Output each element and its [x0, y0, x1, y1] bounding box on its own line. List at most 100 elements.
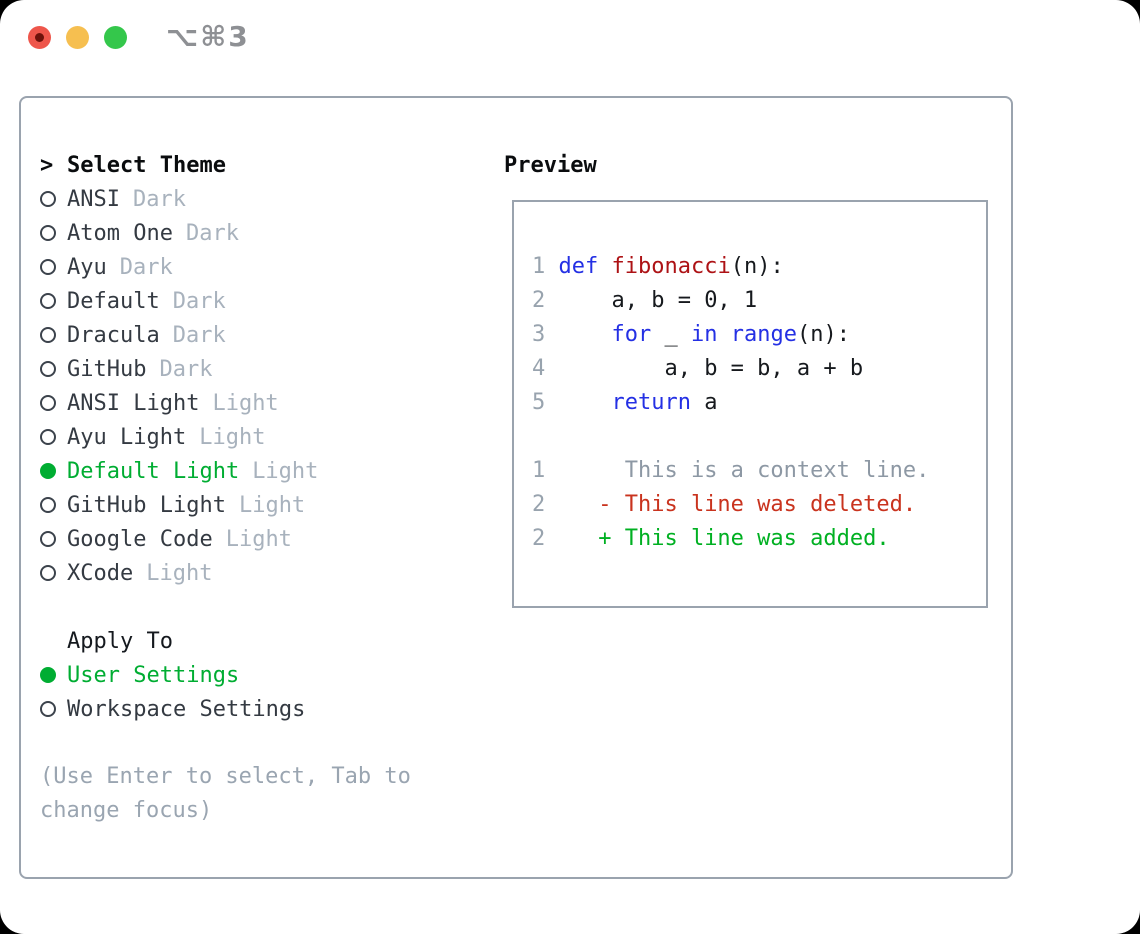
- apply-to-option[interactable]: Workspace Settings: [40, 692, 480, 726]
- code-segment: + This line was added.: [545, 526, 890, 551]
- radio-icon: [40, 361, 67, 377]
- code-segment: [717, 322, 730, 347]
- code-segment: [545, 322, 611, 347]
- code-segment: return: [611, 390, 691, 415]
- theme-label: Default: [67, 288, 160, 314]
- code-line: [532, 420, 986, 454]
- theme-label: ANSI Light: [67, 390, 200, 416]
- line-number: 2: [532, 288, 546, 313]
- select-theme-heading: Select Theme: [67, 152, 226, 178]
- keyboard-hint: (Use Enter to select, Tab to change focu…: [40, 764, 411, 823]
- radio-glyph: [40, 225, 56, 241]
- apply-to-heading: Apply To: [67, 628, 173, 654]
- theme-variant-label: Dark: [132, 186, 186, 212]
- apply-to-label: User Settings: [67, 662, 240, 688]
- theme-label: Ayu: [67, 254, 107, 280]
- theme-variant-label: Light: [212, 390, 279, 416]
- radio-glyph: [40, 429, 56, 445]
- radio-icon: [40, 293, 67, 309]
- theme-item[interactable]: Default Dark: [40, 284, 480, 318]
- theme-variant-label: Light: [238, 492, 306, 518]
- code-segment: [598, 254, 611, 279]
- theme-item[interactable]: Google Code Light: [40, 522, 480, 556]
- code-line: 2 a, b = 0, 1: [532, 284, 986, 318]
- code-line: 5 return a: [532, 386, 986, 420]
- code-line: 2 - This line was deleted.: [532, 488, 986, 522]
- code-line: 1 def fibonacci(n):: [532, 250, 986, 284]
- theme-item[interactable]: Ayu Dark: [40, 250, 480, 284]
- code-segment: (n):: [730, 254, 784, 279]
- theme-label: Ayu Light: [67, 424, 187, 450]
- radio-icon: [40, 395, 67, 411]
- theme-variant-label: Dark: [172, 288, 226, 314]
- theme-label: GitHub: [67, 356, 147, 382]
- code-segment: a, b = 0, 1: [545, 288, 758, 313]
- radio-glyph: [40, 497, 56, 513]
- code-segment: fibonacci: [611, 254, 731, 279]
- radio-glyph: [40, 361, 56, 377]
- theme-variant-label: Light: [225, 526, 292, 552]
- code-segment: def: [558, 254, 599, 279]
- radio-icon: [40, 497, 67, 513]
- code-line: 2 + This line was added.: [532, 522, 986, 556]
- radio-glyph: [40, 327, 56, 343]
- theme-variant-label: Dark: [159, 356, 213, 382]
- theme-label: Atom One: [67, 220, 173, 246]
- prompt-icon: >: [40, 152, 54, 178]
- radio-icon: [40, 531, 67, 547]
- select-theme-heading-row: > Select Theme: [40, 148, 480, 182]
- radio-glyph: [40, 191, 56, 207]
- code-segment: [545, 390, 611, 415]
- radio-glyph: [40, 463, 56, 479]
- theme-variant-label: Dark: [119, 254, 173, 280]
- code-segment: range: [730, 322, 797, 347]
- theme-variant-label: Light: [252, 458, 319, 484]
- radio-icon: [40, 701, 67, 717]
- line-number: 1: [532, 254, 546, 279]
- radio-glyph: [40, 395, 56, 411]
- theme-item[interactable]: GitHub Dark: [40, 352, 480, 386]
- unsaved-indicator-dot: [35, 33, 44, 42]
- radio-glyph: [40, 565, 56, 581]
- line-number: 2: [532, 492, 546, 517]
- code-segment: (n):: [796, 322, 850, 347]
- radio-icon: [40, 565, 67, 581]
- zoom-button[interactable]: [104, 26, 127, 49]
- theme-item[interactable]: Atom One Dark: [40, 216, 480, 250]
- radio-glyph: [40, 259, 56, 275]
- minimize-button[interactable]: [66, 26, 89, 49]
- code-line: 1 This is a context line.: [532, 454, 986, 488]
- theme-label: Google Code: [67, 526, 213, 552]
- apply-to-option[interactable]: User Settings: [40, 658, 480, 692]
- radio-selected-icon: [40, 667, 67, 683]
- code-segment: a, b = b, a + b: [545, 356, 864, 381]
- line-number: 5: [532, 390, 546, 415]
- theme-variant-label: Light: [146, 560, 213, 586]
- preview-heading: Preview: [504, 152, 597, 178]
- theme-variant-label: Dark: [185, 220, 239, 246]
- code-segment: for: [611, 322, 652, 347]
- code-line: 3 for _ in range(n):: [532, 318, 986, 352]
- theme-item[interactable]: Default Light Light: [40, 454, 480, 488]
- radio-icon: [40, 191, 67, 207]
- radio-selected-icon: [40, 463, 67, 479]
- window-title-shortcut: ⌥⌘3: [166, 20, 250, 53]
- close-button[interactable]: [28, 26, 51, 49]
- theme-label: Default Light: [67, 458, 240, 484]
- code-segment: _: [651, 322, 691, 347]
- radio-icon: [40, 259, 67, 275]
- code-segment: a: [690, 390, 718, 415]
- theme-variant-label: Dark: [172, 322, 226, 348]
- titlebar: [28, 26, 127, 49]
- radio-icon: [40, 225, 67, 241]
- theme-item[interactable]: ANSI Light Light: [40, 386, 480, 420]
